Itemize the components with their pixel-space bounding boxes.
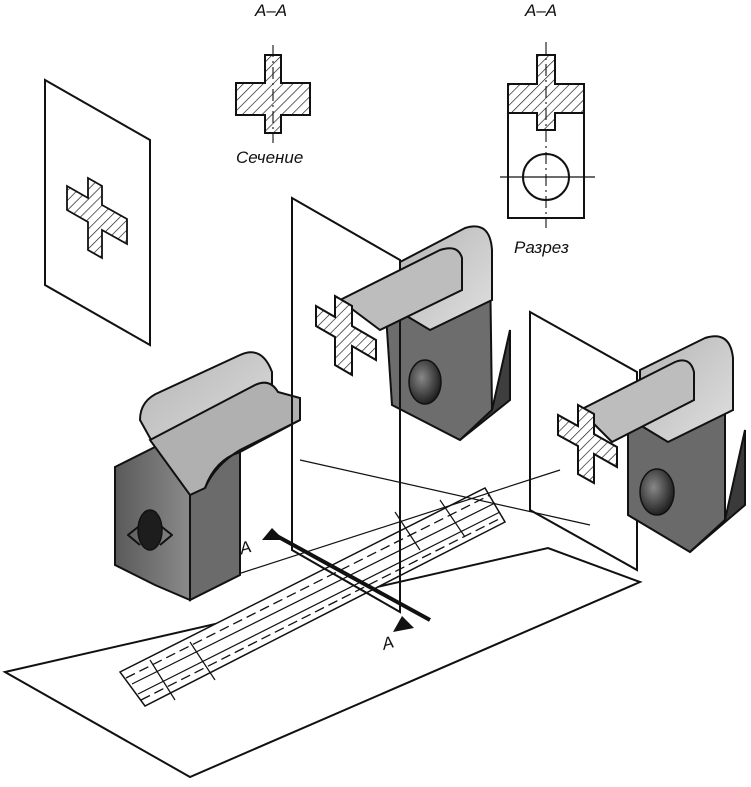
middle-section-cross	[315, 294, 377, 377]
right-section-cross	[557, 403, 618, 485]
section-drawing: A–A Сечение	[235, 1, 311, 167]
section-caption: Сечение	[236, 148, 303, 167]
cut-caption: Разрез	[514, 238, 569, 257]
cut-arrow-left-icon	[262, 528, 284, 540]
cut-drawing: A–A Разрез	[500, 1, 595, 257]
cutting-plane-middle	[291, 196, 511, 614]
cut-title: A–A	[524, 1, 557, 20]
object-hole-middle	[408, 359, 442, 405]
object-hole-right	[639, 468, 675, 516]
horizontal-projection-plane	[2, 487, 643, 779]
cutting-plane-right	[529, 310, 746, 572]
cut-arrow-right-icon	[393, 616, 414, 632]
section-cross-shape	[66, 176, 128, 260]
object-full	[114, 351, 301, 602]
object-hole	[137, 509, 163, 551]
section-sheet-left	[44, 78, 151, 347]
cut-mark-right: A	[379, 632, 396, 654]
section-title: A–A	[254, 1, 287, 20]
projection-line	[299, 459, 591, 526]
